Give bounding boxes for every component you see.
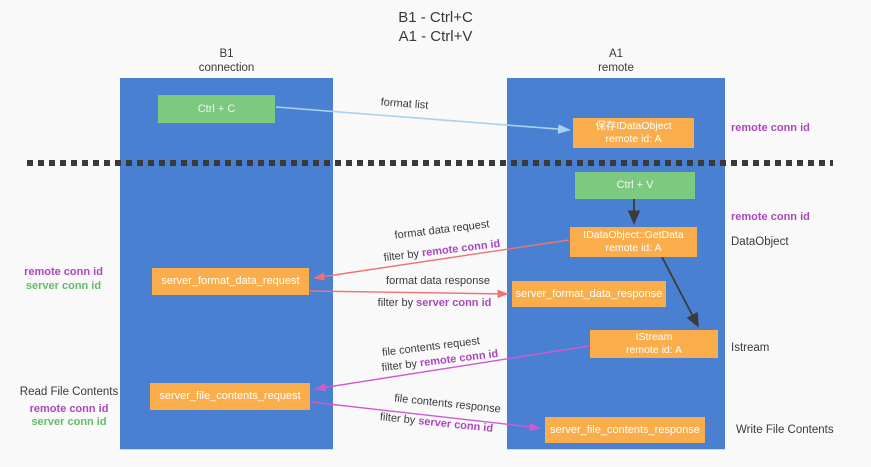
right-column-header: A1 remote	[507, 47, 725, 75]
label-file-contents-response: file contents response	[393, 392, 502, 416]
annotation-remote-conn-id-top: remote conn id	[731, 122, 810, 134]
annotation-left-remote-conn-id-top: remote conn id	[24, 266, 103, 278]
node-ctrl-v-label: Ctrl + V	[616, 179, 654, 191]
node-save-idataobject: 保存IDataObject remote id: A	[573, 118, 694, 148]
node-format-request-label: server_format_data_request	[161, 275, 300, 287]
node-idataobject-getdata: IDataObject::GetData remote id: A	[570, 227, 697, 257]
node-istream: IStream remote id: A	[590, 330, 718, 358]
node-server-format-data-request: server_format_data_request	[152, 268, 309, 295]
annotation-istream: Istream	[731, 342, 770, 354]
node-file-request-label: server_file_contents_request	[159, 390, 301, 402]
filter-by-text-3: filter by	[381, 357, 421, 375]
annotation-conn-ids-top: remote conn id server conn id	[16, 266, 111, 293]
left-column-subtitle: connection	[198, 62, 255, 74]
right-column-name: A1	[608, 48, 624, 60]
annotation-read-file-block: Read File Contents remote conn id server…	[14, 386, 124, 430]
format-data-response-arrow	[309, 289, 509, 299]
label-filter-server-conn-id-2: filter by server conn id	[373, 410, 501, 435]
right-column-subtitle: remote	[598, 62, 634, 74]
remote-conn-id-key-1: remote conn id	[421, 237, 501, 260]
node-save-idataobject-line2: remote id: A	[605, 133, 662, 145]
left-column-header: B1 connection	[120, 47, 333, 75]
left-column-name: B1	[219, 48, 234, 60]
node-format-response-label: server_format_data_response	[515, 287, 663, 300]
node-ctrl-c-label: Ctrl + C	[197, 102, 236, 115]
node-ctrl-v: Ctrl + V	[575, 172, 695, 199]
title-line-2: A1 - Ctrl+V	[398, 28, 473, 45]
node-getdata-line2: remote id: A	[605, 242, 662, 254]
annotation-dataobject: DataObject	[731, 236, 789, 248]
filter-by-text-4: filter by	[379, 411, 419, 428]
title-line-1: B1 - Ctrl+C	[398, 9, 473, 26]
server-conn-id-key-2: server conn id	[417, 415, 494, 435]
node-istream-line2: remote id: A	[625, 344, 683, 356]
server-conn-id-key-1: server conn id	[416, 297, 492, 309]
label-filter-server-conn-id-1: filter by server conn id	[372, 297, 497, 309]
filter-by-text-2: filter by	[377, 297, 417, 309]
annotation-read-file-contents: Read File Contents	[19, 386, 119, 398]
node-server-format-data-response: server_format_data_response	[512, 281, 666, 307]
node-file-response-label: server_file_contents_response	[550, 423, 700, 436]
label-format-data-response: format data response	[386, 275, 490, 287]
annotation-write-file-contents: Write File Contents	[736, 424, 834, 436]
node-save-idataobject-line1: 保存IDataObject	[595, 120, 672, 132]
node-getdata-line1: IDataObject::GetData	[583, 229, 684, 241]
node-istream-line1: IStream	[635, 331, 673, 343]
label-format-list: format list	[380, 96, 429, 112]
diagram-title: B1 - Ctrl+C A1 - Ctrl+V	[0, 8, 871, 46]
annotation-left-server-conn-id-bottom: server conn id	[31, 416, 107, 428]
node-ctrl-c: Ctrl + C	[158, 95, 275, 123]
annotation-left-server-conn-id-top: server conn id	[25, 279, 102, 292]
node-server-file-contents-response: server_file_contents_response	[545, 417, 705, 443]
filter-by-text-1: filter by	[383, 247, 423, 265]
node-server-file-contents-request: server_file_contents_request	[150, 383, 310, 410]
annotation-left-remote-conn-id-bottom: remote conn id	[29, 402, 109, 415]
annotation-remote-conn-id-mid: remote conn id	[731, 211, 810, 223]
